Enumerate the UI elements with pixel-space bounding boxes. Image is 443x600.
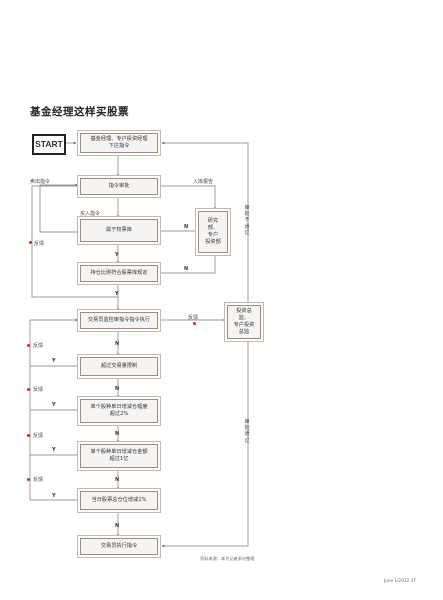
box-fund-manager-order: 基金经理、专户投资经理 下达指令	[80, 133, 158, 153]
label-y: Y	[52, 402, 56, 408]
label-feedback-3: 反馈	[33, 343, 44, 349]
connector-feedback-5	[29, 455, 78, 501]
box-holding-ratio-check: 持仓比例符合股票库规定	[80, 265, 158, 282]
box-volume-limit: 超过交易量限制	[80, 357, 158, 376]
label-feedback-5: 反馈	[33, 433, 44, 439]
label-y: Y	[115, 291, 119, 297]
feedback-marker	[27, 344, 30, 347]
label-buy-order: 买入指令	[80, 211, 101, 217]
label-audit-pass: 审批通过	[244, 419, 250, 444]
label-y: Y	[52, 358, 56, 364]
connector-feedback-2	[29, 318, 79, 367]
label-inbound-report: 入库报告	[193, 179, 214, 185]
connector-audit-fail	[161, 141, 249, 305]
label-y: Y	[52, 493, 56, 499]
connector-b4-r1	[158, 252, 217, 274]
connector-inbound	[158, 185, 217, 211]
box-daily-amount-100m: 单个股种单日增减仓金额 超过1亿	[80, 444, 158, 468]
box-order-approval: 指令审批	[80, 178, 158, 195]
connector-feedback-1	[39, 183, 80, 233]
label-n: N	[184, 266, 189, 272]
label-feedback-1: 反馈	[34, 241, 45, 247]
label-sell-order: 卖出指令	[30, 179, 51, 185]
label-n: N	[115, 477, 120, 483]
box-trader-execute: 交易员执行指令	[80, 538, 158, 555]
label-y: Y	[115, 252, 119, 258]
box-investment-director: 投资总监、 专户投资 总监	[227, 305, 261, 339]
box-research-dept: 研究部、 专户 投资部	[198, 211, 228, 253]
box-daily-ratio-2pct: 单个股种单日增减仓幅度 超过2%	[80, 399, 158, 423]
label-n: N	[115, 431, 120, 437]
feedback-marker	[27, 434, 30, 437]
feedback-marker	[29, 241, 32, 244]
feedback-marker	[27, 388, 30, 391]
source-note: 资料来源：本刊记者采访整理	[200, 556, 255, 561]
feedback-marker	[193, 322, 196, 325]
label-y: Y	[52, 447, 56, 453]
feedback-marker	[27, 478, 30, 481]
page-title: 基金经理这样买股票	[30, 106, 129, 118]
label-n: N	[184, 224, 189, 230]
page-info: June 1/2012 37	[384, 578, 416, 583]
label-n: N	[115, 386, 120, 392]
connector-audit-pass	[161, 339, 249, 548]
label-feedback-6: 反馈	[33, 477, 44, 483]
box-trader-monitor: 交易员监控审指令指令执行	[80, 312, 158, 329]
box-total-position-1pct: 当日股票总仓位增减1%	[80, 491, 158, 510]
box-in-stock-pool: 属于权票库	[80, 219, 158, 242]
start-node: START	[32, 134, 66, 155]
label-feedback-2: 反馈	[188, 315, 199, 321]
label-n: N	[115, 523, 120, 529]
label-audit-fail: 审批不通过	[244, 205, 250, 236]
label-n: N	[115, 341, 120, 347]
connector-sell	[31, 185, 118, 298]
label-feedback-4: 反馈	[33, 387, 44, 393]
